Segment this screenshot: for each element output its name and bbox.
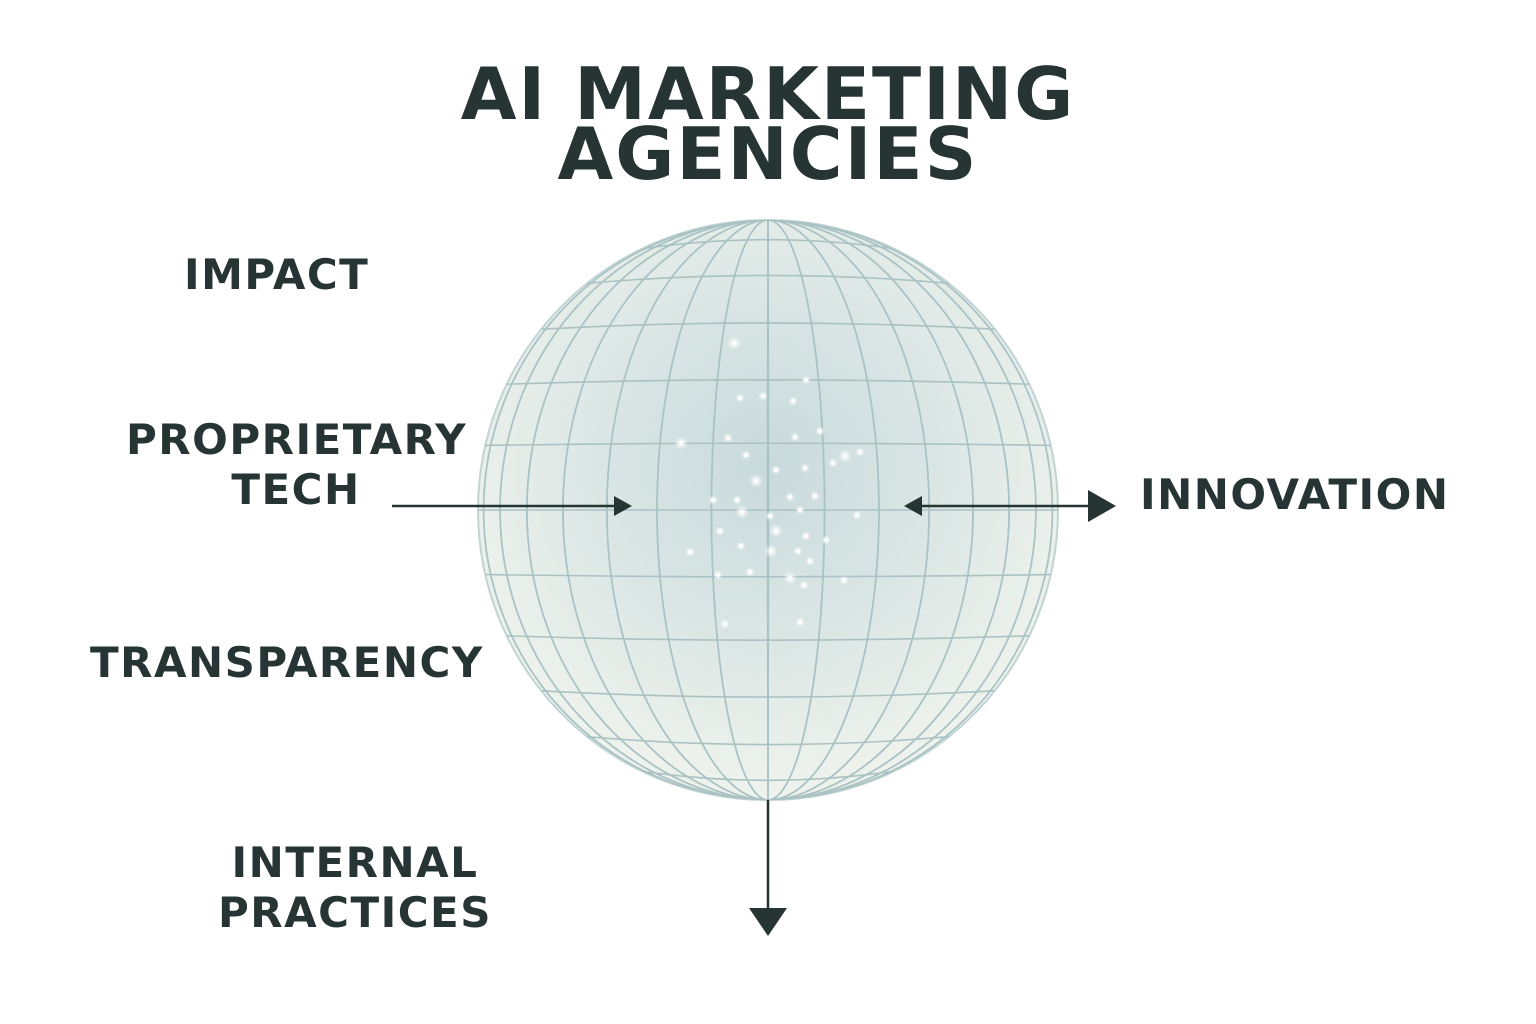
sphere-light-dot-core bbox=[793, 435, 797, 439]
sphere-light-dot-core bbox=[808, 559, 812, 563]
sphere-light-dot-core bbox=[748, 570, 752, 574]
arrow-innovation bbox=[904, 490, 1116, 522]
sphere-light-dot-core bbox=[855, 513, 859, 517]
sphere-light-dot-core bbox=[804, 534, 808, 538]
label-innovation: INNOVATION bbox=[1140, 470, 1450, 519]
sphere-light-dot-core bbox=[744, 453, 748, 457]
sphere-light-dot-core bbox=[769, 549, 773, 553]
sphere-light-dot-core bbox=[716, 573, 720, 577]
sphere-light-dot-core bbox=[711, 498, 715, 502]
label-proprietary-tech-line-1: PROPRIETARY bbox=[126, 415, 468, 464]
sphere-light-dot-core bbox=[788, 576, 792, 580]
arrow-proprietary-tech bbox=[392, 496, 632, 516]
sphere-parallel bbox=[642, 238, 894, 250]
arrow-down-icon bbox=[749, 908, 787, 936]
label-internal-practices-line-1: INTERNAL bbox=[231, 838, 479, 887]
page-title-line-2: AGENCIES bbox=[557, 112, 979, 196]
sphere-parallel bbox=[485, 442, 1051, 447]
arrow-right-icon bbox=[614, 496, 632, 516]
sphere-light-dot-core bbox=[688, 550, 692, 554]
label-internal-practices: INTERNAL PRACTICES bbox=[200, 838, 510, 939]
sphere-light-dot-core bbox=[791, 399, 795, 403]
sphere-light-dot-core bbox=[818, 429, 822, 433]
page-title-line-1: AI MARKETING bbox=[460, 52, 1076, 136]
sphere-light-dot-core bbox=[723, 622, 727, 626]
arrow-left-icon bbox=[904, 496, 922, 516]
arrow-right-icon bbox=[1088, 490, 1116, 522]
sphere-light-dot-core bbox=[754, 479, 758, 483]
sphere-light-dot-core bbox=[774, 468, 778, 472]
sphere-parallel bbox=[587, 735, 949, 746]
label-transparency: TRANSPARENCY bbox=[90, 638, 484, 687]
sphere-light-dot-core bbox=[842, 578, 846, 582]
sphere-light-dot-core bbox=[788, 495, 792, 499]
sphere-light-dot-core bbox=[858, 450, 862, 454]
sphere-light-dot-core bbox=[761, 394, 765, 398]
sphere-light-dot-core bbox=[774, 529, 778, 533]
sphere-parallel bbox=[506, 379, 1030, 385]
sphere-light-dot-core bbox=[732, 341, 736, 345]
sphere-light-dot-core bbox=[813, 494, 817, 498]
sphere-light-dot-core bbox=[831, 461, 835, 465]
sphere-light-dot-core bbox=[739, 544, 743, 548]
sphere-light-dot-core bbox=[804, 378, 808, 382]
sphere-light-dot-core bbox=[735, 498, 739, 502]
label-internal-practices-line-2: PRACTICES bbox=[218, 888, 492, 938]
arrow-internal-practices bbox=[749, 800, 787, 936]
sphere-light-dot-core bbox=[796, 549, 800, 553]
label-proprietary-tech: PROPRIETARY TECH bbox=[126, 415, 466, 516]
sphere-parallel bbox=[541, 322, 995, 330]
sphere-parallel bbox=[642, 770, 894, 782]
sphere-light-dot-core bbox=[802, 583, 806, 587]
sphere-light-dot-core bbox=[768, 514, 772, 518]
sphere-light-dot-core bbox=[738, 396, 742, 400]
sphere-light-dot-core bbox=[798, 508, 802, 512]
sphere-light-dot-core bbox=[803, 466, 807, 470]
sphere-parallel bbox=[587, 274, 949, 285]
label-impact: IMPACT bbox=[184, 250, 370, 299]
sphere-light-dot-core bbox=[718, 529, 722, 533]
globe-sphere-icon bbox=[477, 219, 1059, 801]
label-proprietary-tech-line-2: TECH bbox=[231, 465, 361, 515]
sphere-light-dot-core bbox=[679, 441, 683, 445]
sphere-light-dot-core bbox=[824, 538, 828, 542]
sphere-light-dot-core bbox=[740, 510, 744, 514]
sphere-parallel bbox=[485, 573, 1051, 578]
sphere-light-dot-core bbox=[798, 620, 802, 624]
sphere-light-dot-core bbox=[843, 454, 847, 458]
sphere-parallel bbox=[506, 635, 1030, 641]
sphere-light-dot-core bbox=[726, 436, 730, 440]
sphere-parallel bbox=[541, 690, 995, 698]
